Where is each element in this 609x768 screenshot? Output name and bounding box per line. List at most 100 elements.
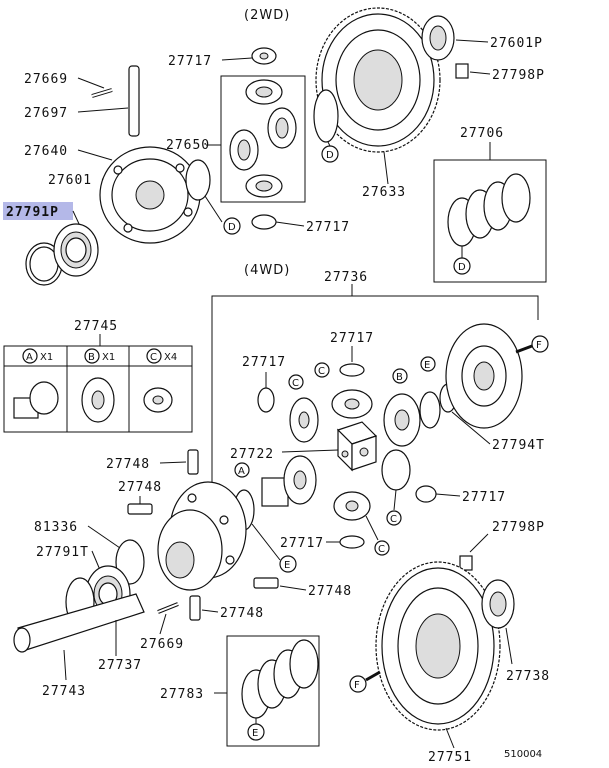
callout-f-bottom xyxy=(349,675,367,693)
section-title-4wd: (4WD) xyxy=(244,263,290,278)
bolt-27798P-lower xyxy=(459,555,473,571)
pin-27748-d xyxy=(189,595,201,621)
kit-col-b-qty: X1 xyxy=(102,352,115,363)
bearing-27601P xyxy=(421,15,455,61)
part-label-27706[interactable]: 27706 xyxy=(460,126,504,141)
part-label-27791T[interactable]: 27791T xyxy=(36,545,89,560)
bearing-2wd xyxy=(53,223,99,277)
thrust-washer-bottom xyxy=(251,214,277,230)
part-label-27717-4wd-right[interactable]: 27717 xyxy=(462,490,506,505)
pin-part xyxy=(91,88,113,98)
svg-text:E: E xyxy=(424,360,430,371)
shim-kit-box xyxy=(433,159,547,283)
callout-e-1 xyxy=(420,356,436,372)
part-label-27791P[interactable]: 27791P xyxy=(6,205,59,220)
diagram-reference-number: 510004 xyxy=(504,749,542,760)
part-label-27669-top[interactable]: 27669 xyxy=(24,72,68,87)
part-label-27738[interactable]: 27738 xyxy=(506,669,550,684)
part-label-27748-d[interactable]: 27748 xyxy=(220,606,264,621)
part-label-27736[interactable]: 27736 xyxy=(324,270,368,285)
kit-col-a-qty: X1 xyxy=(40,352,53,363)
callout-d xyxy=(223,217,241,235)
svg-text:C: C xyxy=(318,366,325,377)
callout-f-top xyxy=(531,335,549,353)
shim-kit-box-4wd xyxy=(226,635,320,747)
svg-text:C: C xyxy=(390,514,397,525)
differential-case-4wd xyxy=(157,481,247,591)
callout-c-3 xyxy=(386,510,402,526)
kit-col-a-letter: A xyxy=(26,352,33,363)
washer-right xyxy=(415,485,437,503)
part-label-27748-b[interactable]: 27748 xyxy=(118,480,162,495)
svg-text:E: E xyxy=(252,728,258,739)
callout-d-kit xyxy=(453,257,471,275)
part-label-27748-c[interactable]: 27748 xyxy=(308,584,352,599)
bearing-27738 xyxy=(481,579,515,629)
part-label-27633[interactable]: 27633 xyxy=(362,185,406,200)
shim-rings-2wd xyxy=(447,173,531,247)
svg-text:C: C xyxy=(292,378,299,389)
svg-text:D: D xyxy=(458,262,466,273)
shim-rings-4wd xyxy=(241,639,319,719)
part-label-27751[interactable]: 27751 xyxy=(428,750,472,765)
kit-box-27650 xyxy=(220,75,306,203)
svg-text:C: C xyxy=(378,544,385,555)
pin-27748-c xyxy=(253,577,279,589)
svg-text:D: D xyxy=(228,222,236,233)
kit-table: A X1 B X1 C X4 xyxy=(3,345,193,433)
part-label-27601[interactable]: 27601 xyxy=(48,173,92,188)
callout-d-ring xyxy=(321,145,339,163)
part-label-27640[interactable]: 27640 xyxy=(24,144,68,159)
kit-col-c-qty: X4 xyxy=(164,352,177,363)
part-label-27794T[interactable]: 27794T xyxy=(492,438,545,453)
thrust-ring-left xyxy=(185,159,211,201)
pinion-cross-block xyxy=(336,421,378,472)
svg-text:F: F xyxy=(354,680,360,691)
small-gear-right xyxy=(381,449,411,491)
callout-c-4 xyxy=(374,540,390,556)
thrust-ring-4wd xyxy=(419,391,441,429)
bolt-27798P xyxy=(455,63,469,79)
part-label-27798P-bottom[interactable]: 27798P xyxy=(492,520,545,535)
part-label-27601P[interactable]: 27601P xyxy=(490,36,543,51)
part-label-27783[interactable]: 27783 xyxy=(160,687,204,702)
part-label-27717-top[interactable]: 27717 xyxy=(168,54,212,69)
callout-e-kit xyxy=(247,723,265,741)
callout-e-2 xyxy=(279,555,297,573)
part-label-27748-a[interactable]: 27748 xyxy=(106,457,150,472)
svg-text:B: B xyxy=(396,372,403,383)
pinion-gears-4wd xyxy=(289,389,421,447)
kit-col-c-letter: C xyxy=(150,352,157,363)
part-label-27717-mid[interactable]: 27717 xyxy=(306,220,350,235)
bracket-27736 xyxy=(211,295,539,500)
part-label-27745[interactable]: 27745 xyxy=(74,319,118,334)
part-label-27737[interactable]: 27737 xyxy=(98,658,142,673)
part-label-27743[interactable]: 27743 xyxy=(42,684,86,699)
callout-c-2 xyxy=(314,362,330,378)
part-label-27717-4wd-top[interactable]: 27717 xyxy=(330,331,374,346)
shim-ring xyxy=(313,89,339,143)
kit-col-b-letter: B xyxy=(88,352,95,363)
part-label-27722[interactable]: 27722 xyxy=(230,447,274,462)
differential-case-2wd xyxy=(99,146,201,244)
part-label-81336[interactable]: 81336 xyxy=(34,520,78,535)
part-label-27798P-top[interactable]: 27798P xyxy=(492,68,545,83)
callout-b xyxy=(392,368,408,384)
part-label-27717-4wd-left[interactable]: 27717 xyxy=(242,355,286,370)
section-title-2wd: (2WD) xyxy=(244,8,290,23)
part-label-27697[interactable]: 27697 xyxy=(24,106,68,121)
flange-4wd xyxy=(445,323,523,429)
part-label-27669-bottom[interactable]: 27669 xyxy=(140,637,184,652)
ring-gear-2wd xyxy=(315,7,441,153)
ring-gear-4wd xyxy=(375,561,501,731)
pinion-shaft xyxy=(128,65,140,137)
svg-text:F: F xyxy=(536,340,542,351)
part-label-27650[interactable]: 27650 xyxy=(166,138,210,153)
pin-27748-a xyxy=(187,449,199,475)
highlight-box xyxy=(3,202,73,220)
part-label-27717-4wd-bottom[interactable]: 27717 xyxy=(280,536,324,551)
svg-text:D: D xyxy=(326,150,334,161)
side-gear-a xyxy=(261,455,317,507)
